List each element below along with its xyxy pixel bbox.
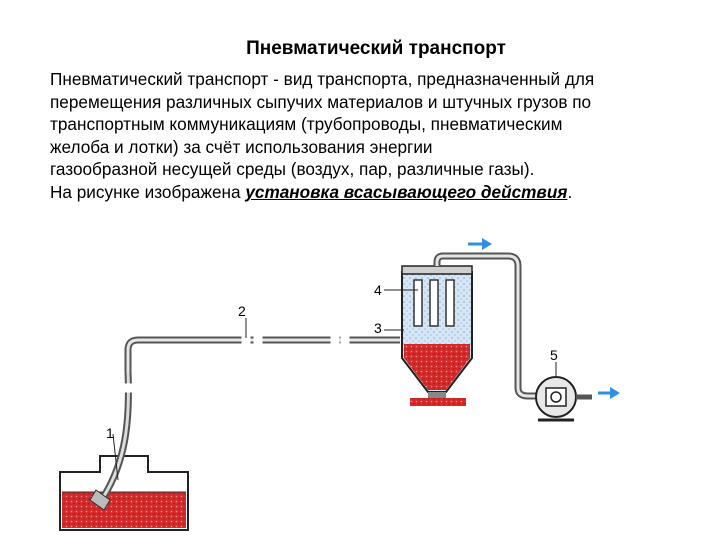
label-pipeline: 2 (238, 303, 246, 319)
label-nozzle: 1 (106, 425, 114, 441)
material-storage-bin (59, 455, 189, 531)
description-line-5: газообразной несущей среды (воздух, пар,… (50, 159, 535, 180)
label-separator-level: 3 (374, 320, 382, 336)
air-flow-arrows (468, 238, 620, 399)
description-line-6-suffix: . (567, 181, 573, 202)
description-line-4: желоба и лотки) за счёт использования эн… (50, 136, 433, 157)
description-line-2: перемещения различных сыпучих материалов… (50, 91, 592, 112)
air-exhaust-pipe (433, 252, 540, 400)
pipeline (124, 336, 400, 393)
installation-type-emphasis: установка всасывающего действия (245, 181, 568, 202)
vacuum-pump (535, 376, 592, 422)
bulk-material (62, 492, 186, 528)
separated-material (404, 344, 470, 390)
label-filter-sleeves: 4 (374, 282, 382, 298)
page-title: Пневматический транспорт (246, 38, 506, 59)
arrow-right-icon (468, 238, 492, 250)
filter-sleeves (413, 279, 455, 327)
description-line-1: Пневматический транспорт - вид транспорт… (50, 69, 595, 89)
separator (401, 265, 473, 406)
description-line-6: На рисунке изображена установка всасываю… (50, 181, 710, 204)
description-line-6-prefix: На рисунке изображена (50, 181, 246, 202)
arrow-right-icon (598, 387, 620, 399)
description-paragraph: Пневматический транспорт - вид транспорт… (50, 68, 710, 204)
description-line-3: транспортным коммуникациям (трубопроводы… (50, 114, 563, 135)
label-pump: 5 (550, 347, 558, 363)
